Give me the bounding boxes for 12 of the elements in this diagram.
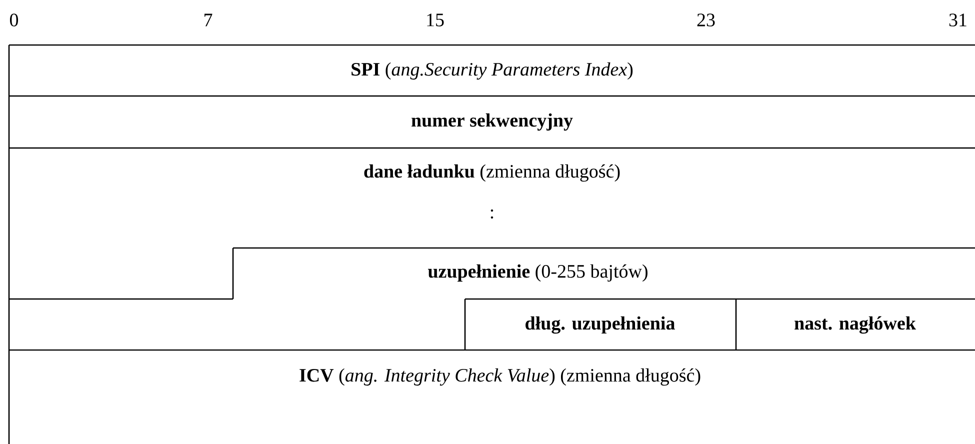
field-label: dane ładunku (zmienna długość) :	[364, 164, 620, 219]
bit-number: 0	[10, 14, 18, 26]
field-label: SPI (ang.Security Parameters Index)	[352, 62, 633, 80]
field-label: nast. nagłówek	[794, 316, 916, 334]
bit-number: 31	[949, 14, 966, 26]
field-label: ICV (ang. Integrity Check Value) (zmienna długość)	[300, 368, 700, 386]
field-label: dług. uzupełnienia	[526, 316, 675, 334]
field-label: uzupełnienie (0-255 bajtów)	[428, 264, 648, 282]
bit-number: 23	[697, 14, 715, 26]
bit-number: 15	[427, 14, 444, 26]
bit-number: 7	[204, 14, 212, 26]
field-label: numer sekwencyjny	[412, 113, 573, 131]
